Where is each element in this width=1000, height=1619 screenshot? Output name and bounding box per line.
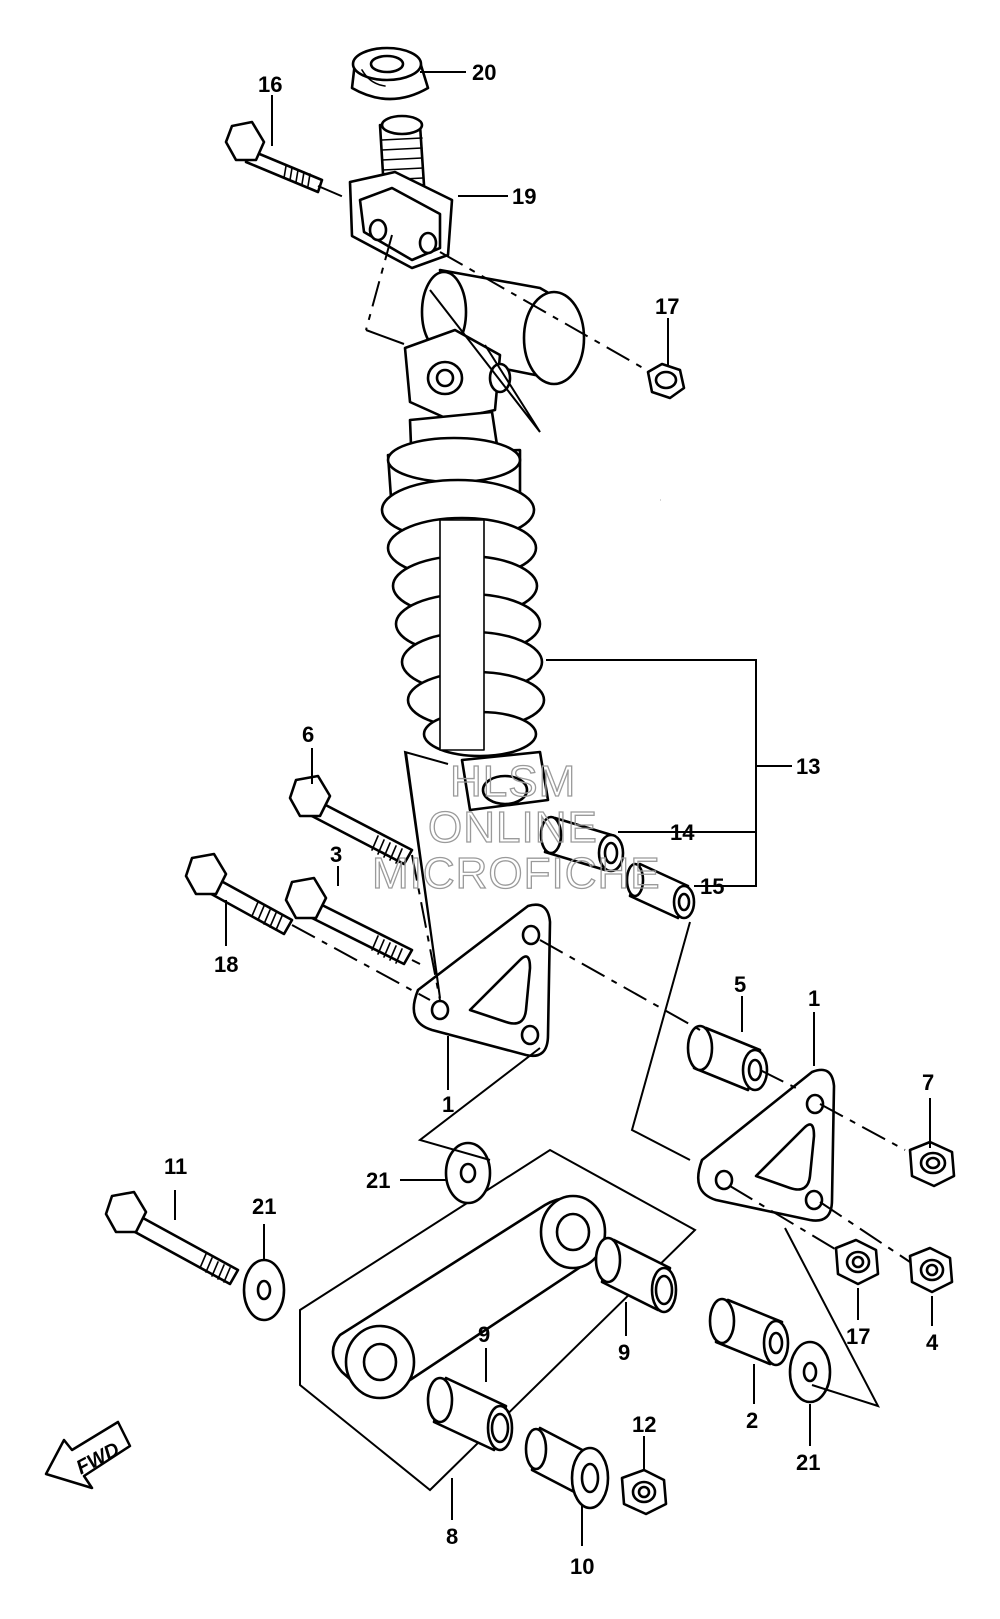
watermark-line-2: ONLINE <box>428 803 598 852</box>
part-9-bearing-right <box>594 1236 678 1314</box>
part-17-nut-lower <box>834 1238 880 1286</box>
callout-10: 10 <box>570 1554 594 1579</box>
alignment-lines <box>291 185 911 1408</box>
callout-9-left: 9 <box>478 1322 490 1347</box>
callout-8: 8 <box>446 1524 458 1549</box>
part-10-collar <box>524 1426 610 1510</box>
part-9-bearing-left <box>426 1376 514 1452</box>
callout-21-left: 21 <box>252 1194 276 1219</box>
callout-3: 3 <box>330 842 342 867</box>
part-3-bolt <box>284 876 414 966</box>
callout-labels: 20 16 19 17 13 6 14 3 15 18 5 1 7 1 11 2… <box>164 60 939 1579</box>
callout-19: 19 <box>512 184 536 209</box>
callout-5: 5 <box>734 972 746 997</box>
part-16-bolt <box>224 120 324 194</box>
callout-17-lower: 17 <box>846 1324 870 1349</box>
part-8-cushion-rod <box>331 1194 607 1400</box>
callout-13: 13 <box>796 754 820 779</box>
callout-7: 7 <box>922 1070 934 1095</box>
callout-17-upper: 17 <box>655 294 679 319</box>
link-assembly-outline <box>299 1148 697 1492</box>
callout-12: 12 <box>632 1412 656 1437</box>
part-5-collar <box>686 1024 769 1092</box>
callout-15: 15 <box>700 874 724 899</box>
callout-9-right: 9 <box>618 1340 630 1365</box>
callout-2: 2 <box>746 1408 758 1433</box>
part-12-nut <box>620 1468 668 1516</box>
part-20-bushing <box>350 46 430 101</box>
callout-6: 6 <box>302 722 314 747</box>
part-19-clevis <box>348 114 454 270</box>
watermark: HLSM ONLINE MICROFICHE <box>371 756 661 898</box>
part-21-washer-left <box>242 1258 286 1322</box>
part-18-bolt <box>184 852 294 936</box>
callout-18: 18 <box>214 952 238 977</box>
callout-21-upper: 21 <box>366 1168 390 1193</box>
callout-14: 14 <box>670 820 695 845</box>
callout-1-left: 1 <box>442 1092 454 1117</box>
part-2-collar <box>708 1297 790 1367</box>
part-21-washer-right <box>788 1340 832 1404</box>
part-15-collar <box>625 862 696 920</box>
part-1-bracket-right <box>697 1068 836 1222</box>
callout-21-right: 21 <box>796 1450 820 1475</box>
part-13-shock-absorber <box>380 328 550 812</box>
callout-20: 20 <box>472 60 496 85</box>
part-7-nut <box>908 1140 956 1188</box>
watermark-line-3: MICROFICHE <box>372 849 661 898</box>
fwd-arrow-icon: FWD <box>44 1420 132 1490</box>
part-14-bushing <box>539 815 625 873</box>
part-17-nut-upper <box>646 362 686 400</box>
callout-11: 11 <box>164 1154 187 1179</box>
callout-16: 16 <box>258 72 282 97</box>
part-6-bolt <box>288 774 414 866</box>
part-4-nut <box>908 1246 954 1294</box>
part-11-bolt <box>104 1190 240 1286</box>
part-21-washer-upper <box>444 1141 492 1205</box>
callout-4: 4 <box>926 1330 939 1355</box>
watermark-line-1: HLSM <box>450 757 576 806</box>
callout-1-right: 1 <box>808 986 820 1011</box>
part-1-bracket-left <box>412 903 552 1058</box>
leader-lines <box>174 71 933 1546</box>
